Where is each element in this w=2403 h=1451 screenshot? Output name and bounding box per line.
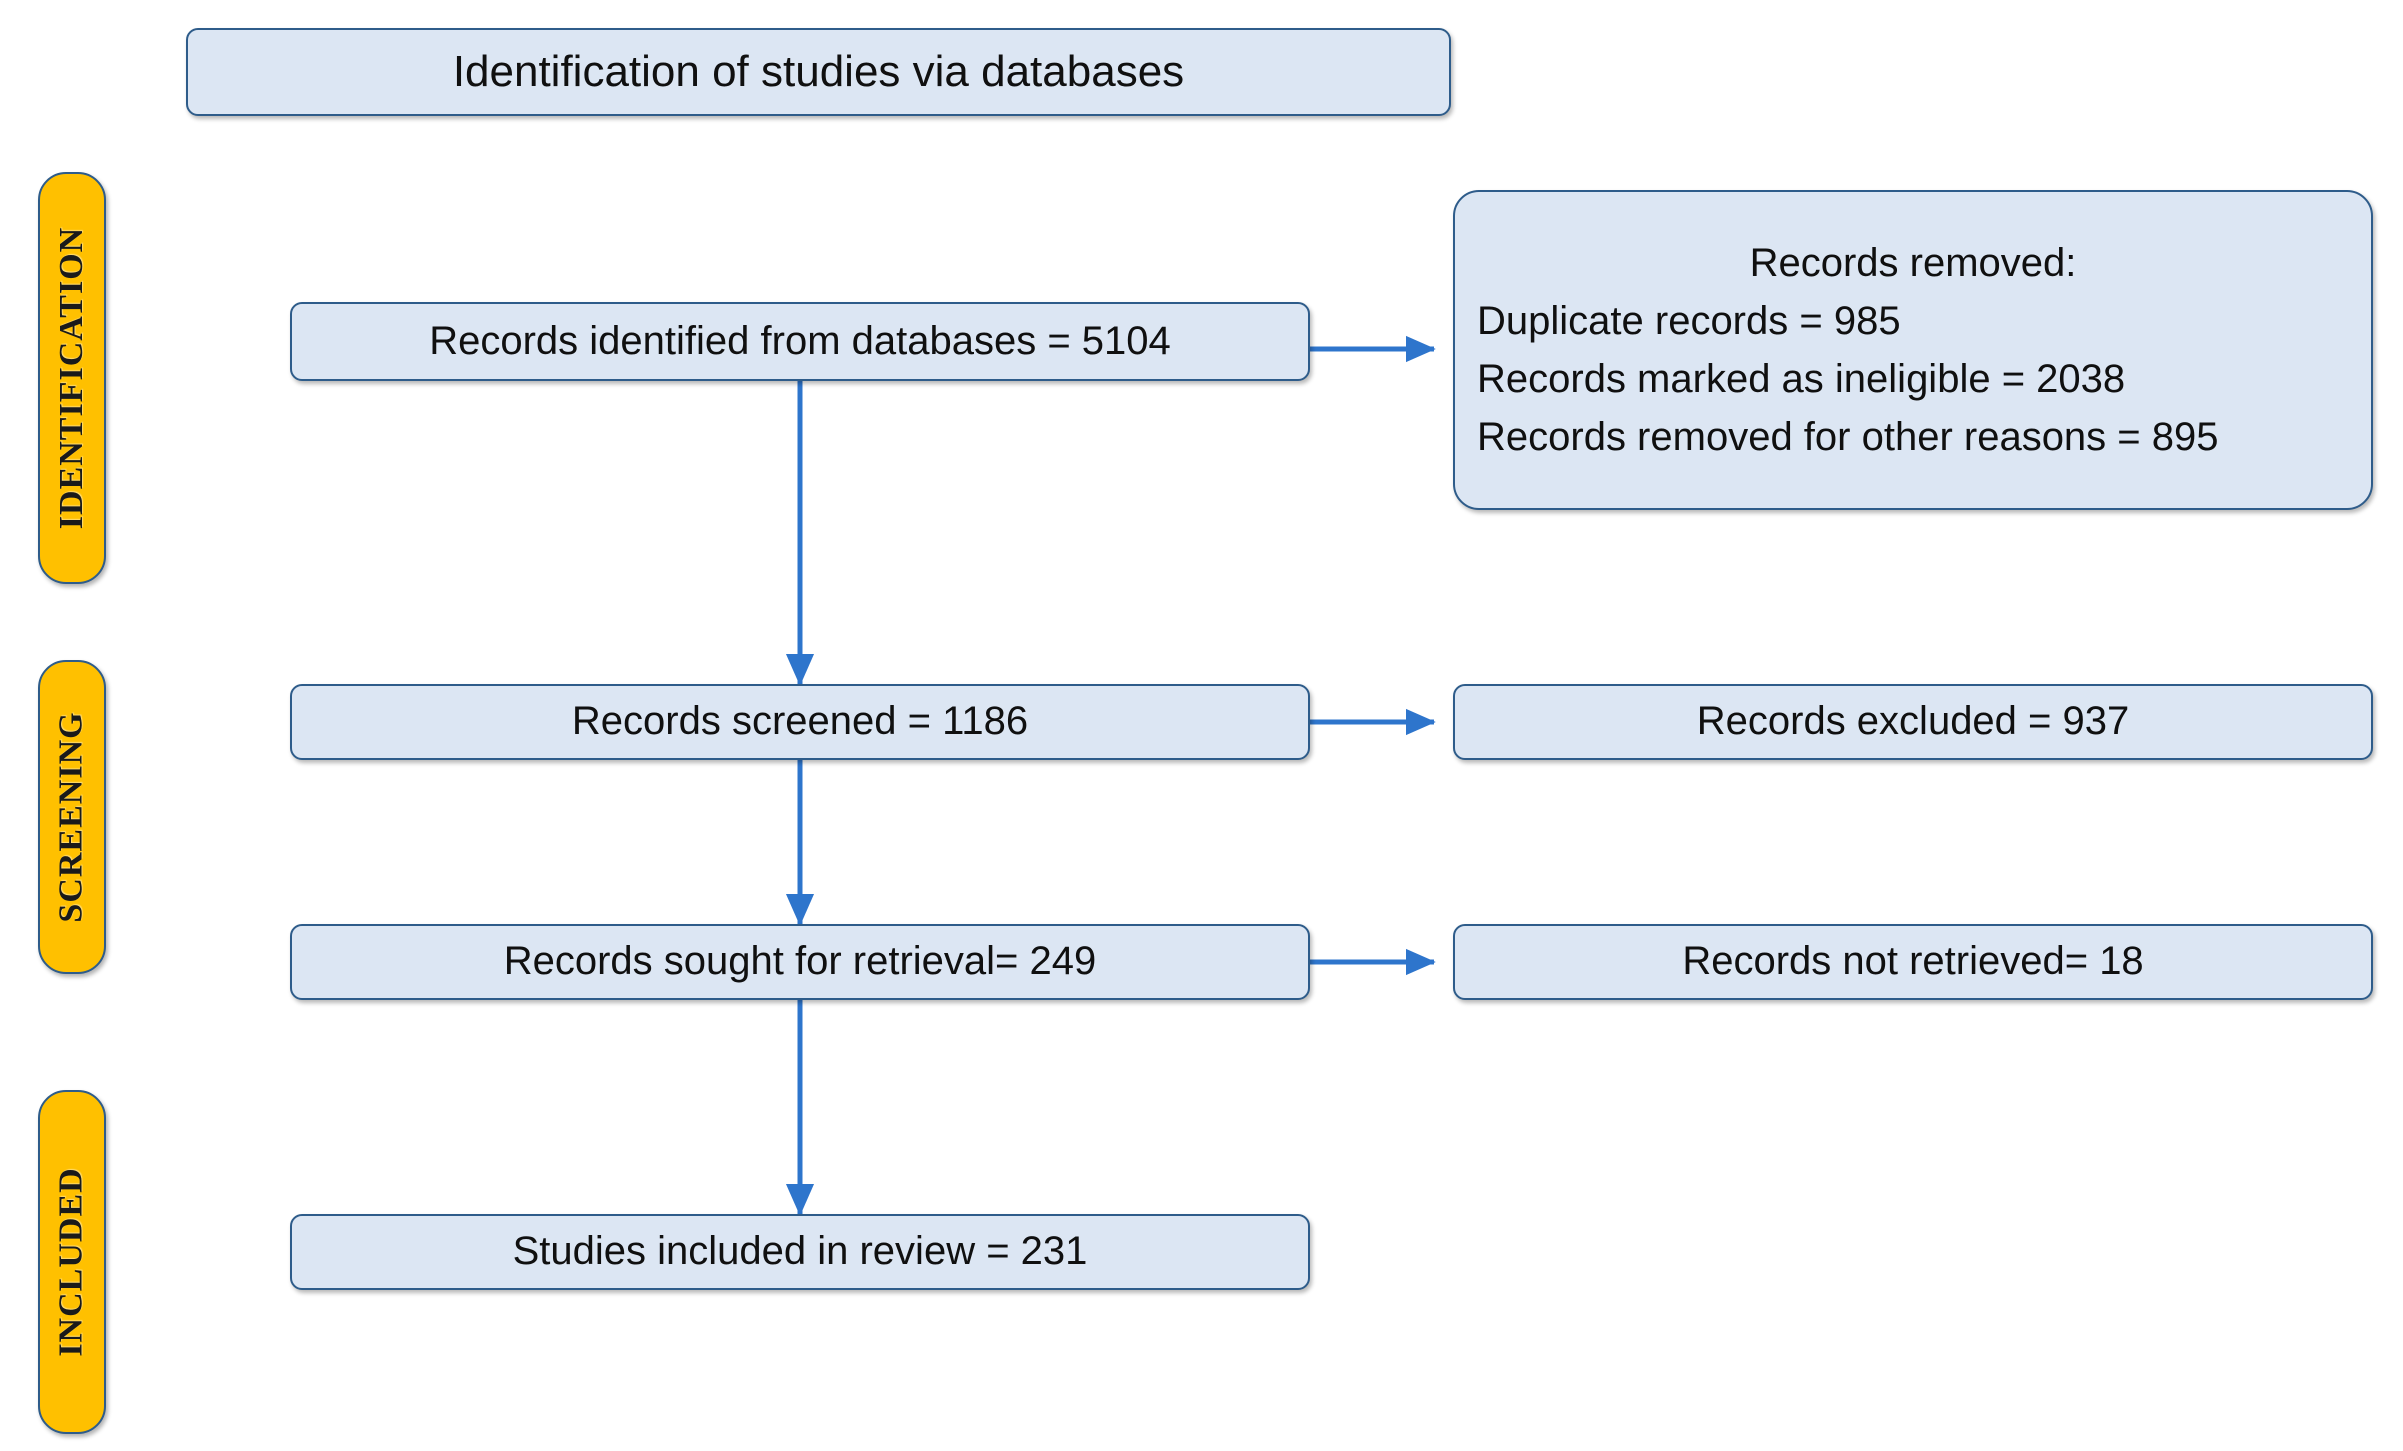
records-removed-line-duplicate: Duplicate records = 985: [1477, 299, 1901, 343]
stage-pill-identification: IDENTIFICATION: [38, 172, 106, 584]
box-records-screened-label: Records screened = 1186: [571, 699, 1029, 744]
stage-pill-screening: SCREENING: [38, 660, 106, 974]
stage-label-identification: IDENTIFICATION: [53, 226, 91, 530]
box-records-excluded: Records excluded = 937: [1453, 684, 2373, 760]
stage-label-included: INCLUDED: [53, 1167, 91, 1357]
title-box-label: Identification of studies via databases: [452, 47, 1185, 97]
records-removed-line-other: Records removed for other reasons = 895: [1477, 415, 2219, 459]
box-records-not-retrieved: Records not retrieved= 18: [1453, 924, 2373, 1000]
box-studies-included-label: Studies included in review = 231: [512, 1229, 1088, 1274]
box-studies-included: Studies included in review = 231: [290, 1214, 1310, 1290]
box-records-identified-label: Records identified from databases = 5104: [429, 318, 1171, 363]
box-records-sought: Records sought for retrieval= 249: [290, 924, 1310, 1000]
records-removed-list: Records removed: Duplicate records = 985…: [1455, 234, 2371, 466]
title-box: Identification of studies via databases: [186, 28, 1451, 116]
box-records-removed: Records removed: Duplicate records = 985…: [1453, 190, 2373, 510]
records-removed-heading: Records removed:: [1749, 241, 2077, 285]
box-records-sought-label: Records sought for retrieval= 249: [503, 939, 1097, 984]
box-records-screened: Records screened = 1186: [290, 684, 1310, 760]
box-records-not-retrieved-label: Records not retrieved= 18: [1682, 939, 2144, 984]
records-removed-line-ineligible: Records marked as ineligible = 2038: [1477, 357, 2126, 401]
stage-label-screening: SCREENING: [53, 711, 91, 923]
stage-pill-included: INCLUDED: [38, 1090, 106, 1434]
box-records-excluded-label: Records excluded = 937: [1696, 699, 2130, 744]
box-records-identified: Records identified from databases = 5104: [290, 302, 1310, 381]
